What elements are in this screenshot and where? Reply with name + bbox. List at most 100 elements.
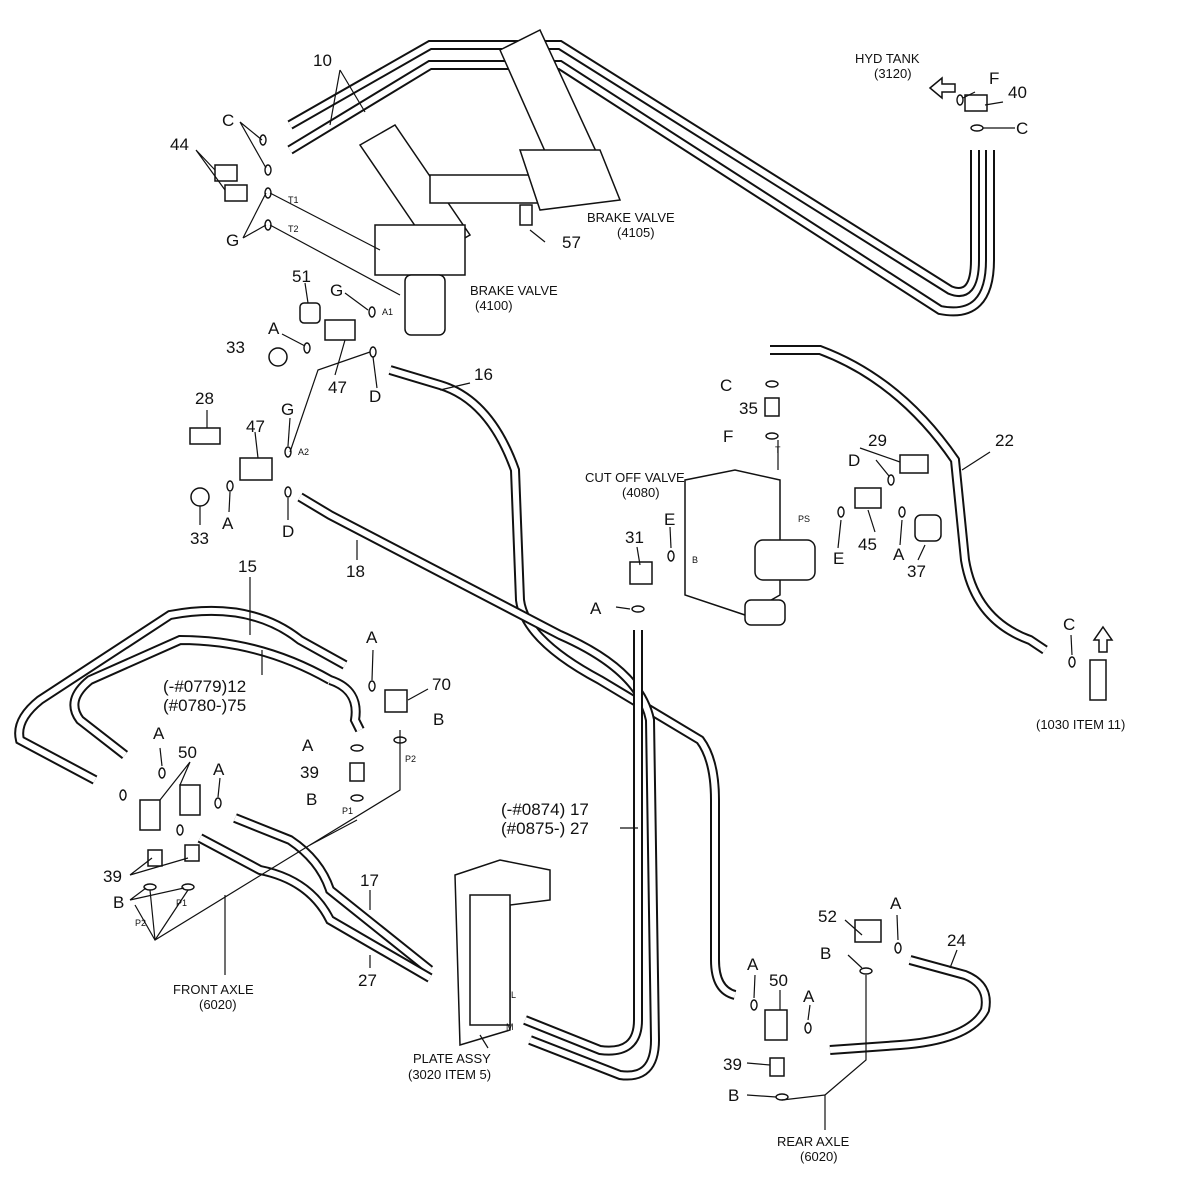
callout-serial-12: (-#0779)12 — [163, 677, 246, 696]
callout-hyd-tank-ref: (3120) — [874, 66, 912, 81]
oring-g3 — [368, 306, 376, 318]
plate-assy-body — [454, 859, 551, 1046]
callout-front-axle: FRONT AXLE — [173, 982, 254, 997]
letter-e1: E — [664, 510, 675, 529]
port-ps: PS — [798, 514, 810, 524]
port-l: L — [511, 990, 516, 1000]
oring-a6 — [214, 797, 222, 809]
letter-c1: C — [222, 111, 234, 130]
letter-b2: B — [306, 790, 317, 809]
elbow-31 — [629, 561, 653, 585]
letter-a8: A — [590, 599, 602, 618]
callout-brake-valve-4100-ref: (4100) — [475, 298, 513, 313]
letter-b3: B — [113, 893, 124, 912]
port-a1: A1 — [382, 307, 393, 317]
callout-rear-axle: REAR AXLE — [777, 1134, 850, 1149]
label-33b: 33 — [190, 529, 209, 548]
letter-d3: D — [848, 451, 860, 470]
letter-c4: C — [1063, 615, 1075, 634]
label-16: 16 — [474, 365, 493, 384]
label-17: 17 — [360, 871, 379, 890]
cut-off-valve-body — [684, 469, 816, 626]
letter-a9: A — [890, 894, 902, 913]
arrow-to-hyd-tank — [928, 76, 956, 100]
fittings — [139, 94, 1107, 1077]
label-47b: 47 — [246, 417, 265, 436]
port-a2: A2 — [298, 447, 309, 457]
oring-c4 — [1068, 656, 1076, 668]
label-57: 57 — [562, 233, 581, 252]
label-40: 40 — [1008, 83, 1027, 102]
label-28: 28 — [195, 389, 214, 408]
cap-33a — [268, 347, 288, 367]
label-27: 27 — [358, 971, 377, 990]
letter-a3: A — [366, 628, 378, 647]
oring-g4 — [284, 446, 292, 458]
port-t1: T1 — [288, 195, 299, 205]
port-p2b: P2 — [135, 918, 146, 928]
leader-lines — [129, 69, 1073, 1130]
oring-b3b — [181, 883, 195, 891]
letter-a6: A — [213, 760, 225, 779]
callout-plate-assy-ref: (3020 ITEM 5) — [408, 1067, 491, 1082]
letter-a2: A — [222, 514, 234, 533]
pedal-bracket — [518, 149, 622, 211]
letter-g1: G — [226, 231, 239, 250]
callout-front-axle-ref: (6020) — [199, 997, 237, 1012]
label-10: 10 — [313, 51, 332, 70]
callout-cut-off-valve-ref: (4080) — [622, 485, 660, 500]
label-33a: 33 — [226, 338, 245, 357]
port-p1b: P1 — [176, 898, 187, 908]
oring-a5 — [158, 767, 166, 779]
oring-e2 — [837, 506, 845, 518]
label-50b: 50 — [769, 971, 788, 990]
letter-g3: G — [281, 400, 294, 419]
oring-a5b — [119, 789, 127, 801]
letter-a10: A — [747, 955, 759, 974]
arrow-from-1030 — [1092, 625, 1114, 653]
oring-d2 — [284, 486, 292, 498]
fitting-44b — [224, 184, 248, 202]
label-51: 51 — [292, 267, 311, 286]
port-b: B — [692, 555, 698, 565]
oring-a9 — [894, 942, 902, 954]
part-number-labels: 10 44 57 51 33 47 16 28 47 33 18 15 70 3… — [103, 51, 1027, 1074]
callout-brake-valve-4100: BRAKE VALVE — [470, 283, 558, 298]
callout-plate-assy: PLATE ASSY — [413, 1051, 491, 1066]
port-marks: T1 T2 A1 A2 P2 P1 P1 P2 T PS B L M — [135, 195, 810, 1032]
cut-off-valve-plug — [744, 599, 786, 626]
plug-39a — [349, 762, 365, 782]
oring-a10 — [750, 999, 758, 1011]
port-t2: T2 — [288, 224, 299, 234]
fitting-51 — [299, 302, 321, 324]
oring-a3 — [368, 680, 376, 692]
letter-a1: A — [268, 319, 280, 338]
tee-50a — [139, 799, 161, 831]
letter-c2: C — [1016, 119, 1028, 138]
label-39c: 39 — [723, 1055, 742, 1074]
port-t: T — [775, 445, 781, 455]
label-39a: 39 — [300, 763, 319, 782]
callout-serial-75: (#0780-)75 — [163, 696, 246, 715]
oring-b3 — [143, 883, 157, 891]
label-15: 15 — [238, 557, 257, 576]
port-p2a: P2 — [405, 754, 416, 764]
label-47a: 47 — [328, 378, 347, 397]
oring-c3 — [765, 380, 779, 388]
plate-fittings — [469, 894, 511, 1026]
label-52: 52 — [818, 907, 837, 926]
oring-c2 — [970, 124, 984, 132]
letter-a7: A — [893, 545, 905, 564]
letter-a4: A — [302, 736, 314, 755]
oring-d1 — [369, 346, 377, 358]
cap-37 — [914, 514, 942, 542]
label-44: 44 — [170, 135, 189, 154]
callout-brake-valve-4105-ref: (4105) — [617, 225, 655, 240]
plug-39c — [184, 844, 200, 862]
letter-g2: G — [330, 281, 343, 300]
port-m: M — [506, 1022, 514, 1032]
callout-hyd-tank: HYD TANK — [855, 51, 920, 66]
callout-1030-item-11: (1030 ITEM 11) — [1036, 717, 1125, 732]
oring-c1 — [259, 134, 267, 146]
cut-off-valve-block — [684, 469, 781, 616]
